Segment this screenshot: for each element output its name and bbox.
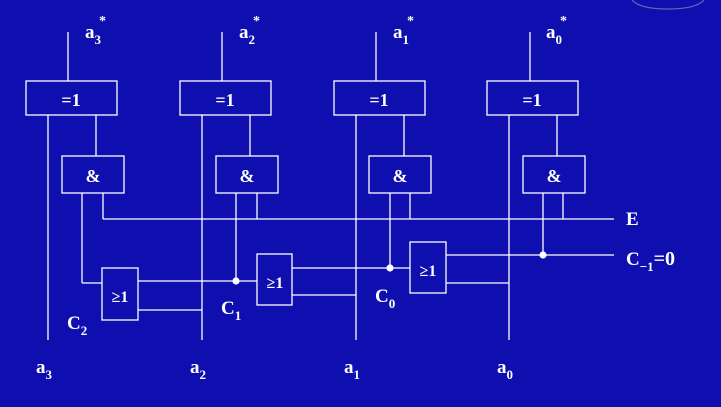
xor-gate-label: =1 xyxy=(369,90,388,110)
and-gate-label: & xyxy=(393,166,408,186)
and-gate-label: & xyxy=(240,166,255,186)
bit-slice-0: =1 & xyxy=(486,32,586,340)
xor-gate-0 xyxy=(486,80,579,116)
svg-text:a0*: a0* xyxy=(546,14,567,47)
or-gate-1 xyxy=(256,253,293,306)
or-gate-label: ≥1 xyxy=(112,289,129,306)
xor-gate-1 xyxy=(333,80,426,116)
svg-text:a0: a0 xyxy=(497,357,513,382)
svg-text:C−1=0: C−1=0 xyxy=(626,248,675,274)
and-gate-2 xyxy=(215,155,279,194)
and-gate-label: & xyxy=(86,166,101,186)
output-label-2: a2* xyxy=(239,14,260,47)
or-gate-label: ≥1 xyxy=(267,275,284,292)
and-gate-0 xyxy=(522,155,586,194)
input-label-2: a2 xyxy=(190,357,206,382)
xor-gate-label: =1 xyxy=(215,90,234,110)
logo-arc xyxy=(631,0,705,10)
and-gate-label: & xyxy=(547,166,562,186)
carry-label-1: C1 xyxy=(221,298,241,323)
svg-text:C0: C0 xyxy=(375,286,395,311)
or-gate-label: ≥1 xyxy=(420,263,437,280)
and-gate-1 xyxy=(368,155,432,194)
bit-slice-3: =1 & xyxy=(25,32,125,340)
carry-label-0: C0 xyxy=(375,286,395,311)
output-label-0: a0* xyxy=(546,14,567,47)
junction-dot xyxy=(539,251,547,259)
svg-text:C2: C2 xyxy=(67,313,87,338)
bit-slice-2: =1 & xyxy=(179,32,279,340)
enable-label: E xyxy=(626,209,639,230)
xor-gate-label: =1 xyxy=(61,90,80,110)
svg-text:a2: a2 xyxy=(190,357,206,382)
junction-dot xyxy=(386,264,394,272)
svg-text:a1: a1 xyxy=(344,357,360,382)
carry-label-2: C2 xyxy=(67,313,87,338)
junction-dot xyxy=(232,277,240,285)
xor-gate-label: =1 xyxy=(522,90,541,110)
input-label-3: a3 xyxy=(36,357,53,382)
output-label-1: a1* xyxy=(393,14,414,47)
svg-text:a1*: a1* xyxy=(393,14,414,47)
and-gate-3 xyxy=(61,155,125,194)
input-label-0: a0 xyxy=(497,357,513,382)
bit-slice-1: =1 & xyxy=(333,32,432,340)
output-label-3: a3* xyxy=(85,14,106,47)
svg-text:a3*: a3* xyxy=(85,14,106,47)
xor-gate-2 xyxy=(179,80,272,116)
input-label-1: a1 xyxy=(344,357,360,382)
svg-text:a3: a3 xyxy=(36,357,53,382)
xor-gate-3 xyxy=(25,80,118,116)
carry-in-label: C−1=0 xyxy=(626,248,675,274)
svg-text:C1: C1 xyxy=(221,298,241,323)
or-gate-2 xyxy=(101,267,139,321)
svg-text:a2*: a2* xyxy=(239,14,260,47)
